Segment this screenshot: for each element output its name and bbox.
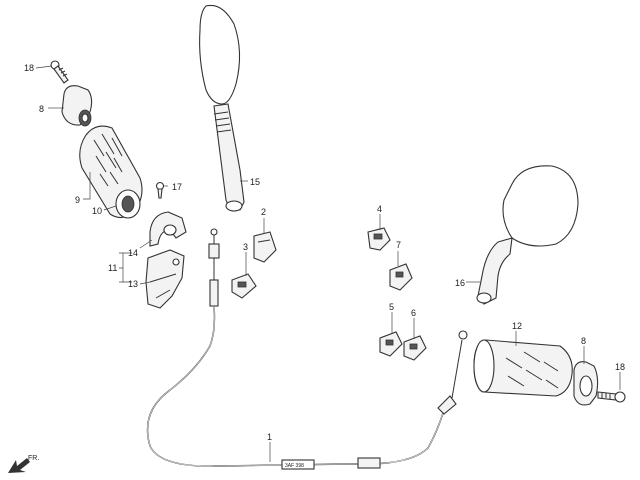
cable-marking: 3AF 398 [285, 463, 304, 469]
callout-1: 1 [267, 432, 272, 442]
callout-6: 6 [411, 308, 416, 318]
callout-8-left: 8 [39, 104, 44, 114]
part-16-right-mirror [476, 165, 579, 305]
front-label: FR. [28, 455, 39, 462]
callout-4: 4 [377, 204, 382, 214]
callout-9: 9 [75, 195, 80, 205]
callout-15: 15 [250, 177, 260, 187]
part-2-switch [253, 231, 277, 263]
part-12-right-grip [473, 339, 573, 397]
callout-10: 10 [92, 206, 102, 216]
leader-lines [35, 65, 621, 462]
part-5-switch [379, 331, 403, 357]
part-18-left-bolt [50, 60, 69, 84]
callout-14: 14 [128, 248, 138, 258]
part-18-right-bolt [597, 391, 626, 403]
part-3-switch [231, 273, 257, 299]
part-8-right-bar-end [573, 361, 599, 406]
callout-7: 7 [396, 240, 401, 250]
callout-11: 11 [108, 263, 117, 273]
callout-labels: 18 8 9 10 11 14 13 17 15 2 3 4 7 5 6 16 … [24, 63, 625, 469]
callout-18-left: 18 [24, 63, 34, 73]
part-17-screw [155, 181, 165, 199]
callout-13: 13 [128, 279, 138, 289]
part-9-left-grip [79, 125, 143, 219]
part-13-lower-housing [145, 249, 185, 309]
callout-18-right: 18 [615, 362, 625, 372]
callout-3: 3 [243, 242, 248, 252]
part-15-left-mirror [199, 4, 245, 212]
front-direction-arrow: FR. [8, 455, 39, 473]
callout-16: 16 [455, 278, 465, 288]
callout-8-right: 8 [581, 336, 586, 346]
part-8-left-bar-end [61, 85, 93, 127]
part-6-switch [403, 335, 427, 361]
part-1-throttle-cable [146, 228, 468, 470]
callout-17: 17 [172, 182, 182, 192]
part-14-upper-housing [149, 211, 187, 247]
callout-2: 2 [261, 207, 266, 217]
part-7-switch [389, 263, 413, 291]
callout-5: 5 [389, 302, 394, 312]
part-4-switch [367, 227, 391, 251]
arrow-front-icon [8, 458, 30, 473]
callout-12: 12 [512, 321, 522, 331]
